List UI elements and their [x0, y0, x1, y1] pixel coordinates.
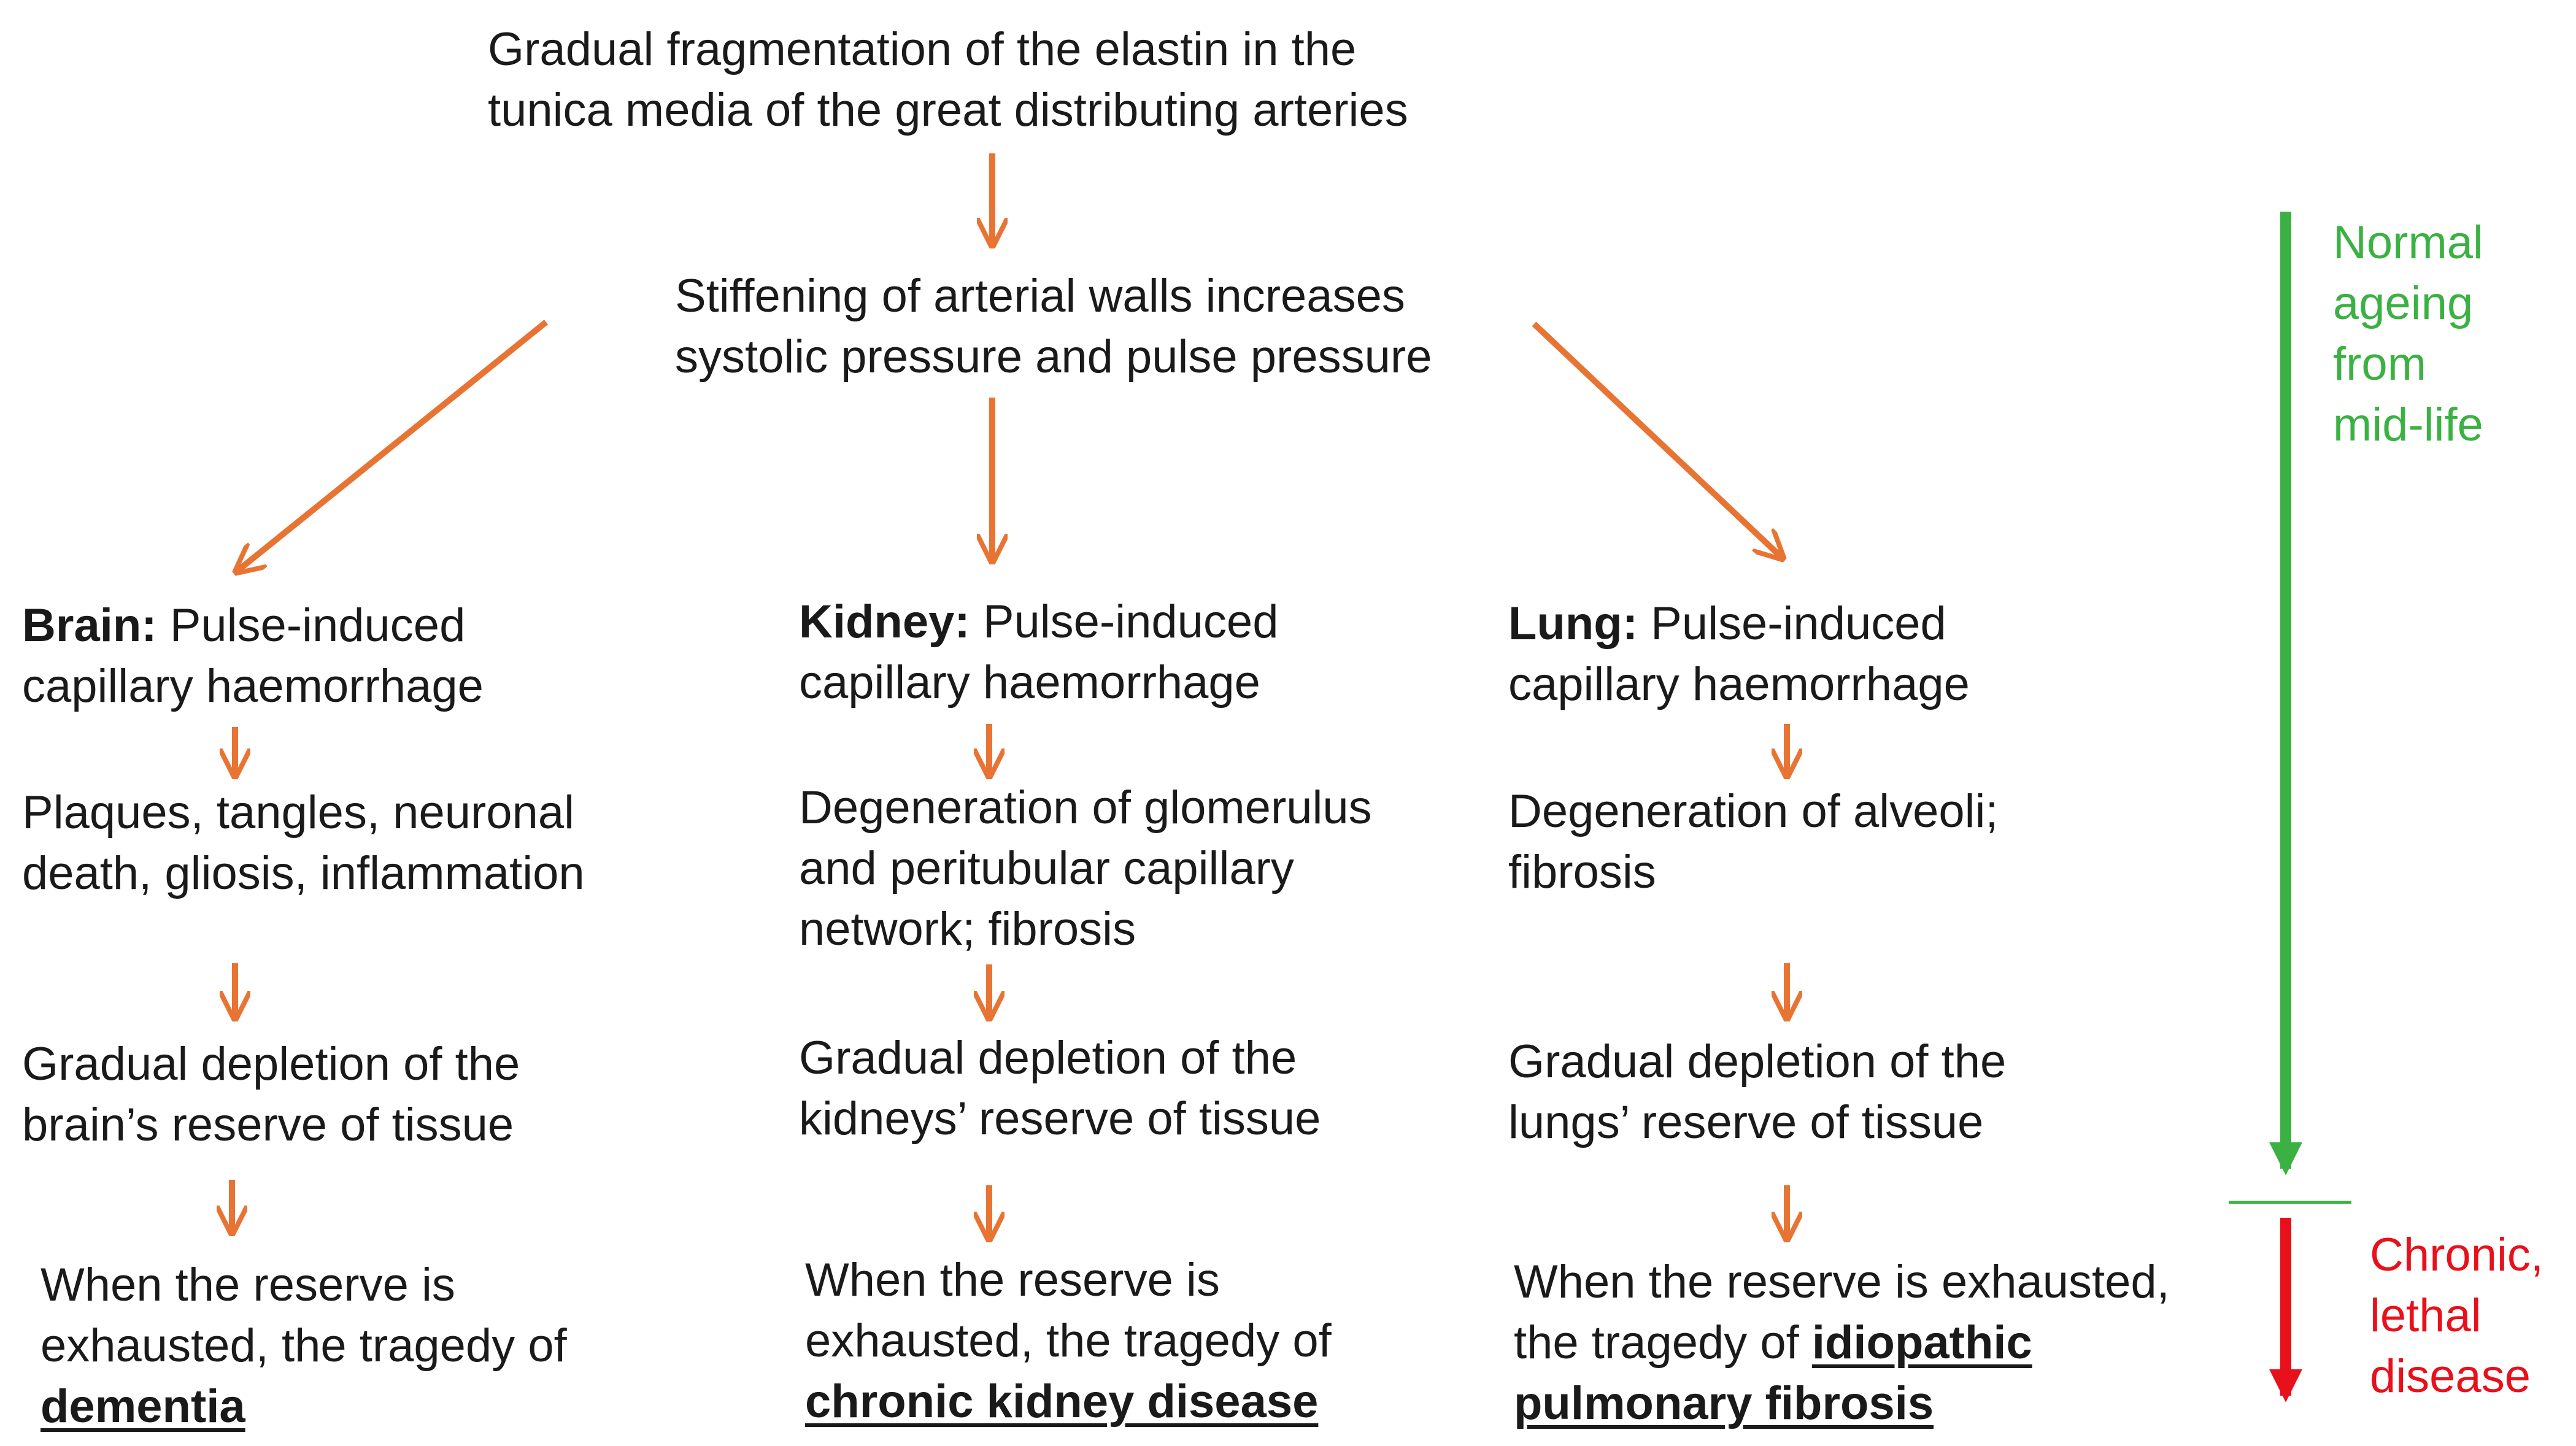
brain-step-2: Plaques, tangles, neuronal death, gliosi…: [22, 782, 585, 904]
lung-step-3-line-1: Gradual depletion of the: [1508, 1036, 2007, 1088]
lung-heading-line-2: capillary haemorrhage: [1508, 658, 1970, 710]
brain-organ-label: Brain:: [22, 599, 157, 652]
lung-step-4: When the reserve is exhausted, the trage…: [1514, 1252, 2170, 1434]
brain-heading-rest: Pulse-induced: [156, 599, 466, 652]
kidney-step-2-line-2: and peritubular capillary: [799, 842, 1294, 894]
lung-disease-label-2: pulmonary fibrosis: [1514, 1377, 1934, 1429]
kidney-heading: Kidney: Pulse-induced capillary haemorrh…: [799, 591, 1278, 713]
kidney-heading-rest: Pulse-induced: [970, 596, 1279, 648]
lung-heading-rest: Pulse-induced: [1638, 598, 1946, 650]
middle-line-1: Stiffening of arterial walls increases: [675, 270, 1405, 322]
kidney-step-2-line-3: network; fibrosis: [799, 903, 1136, 955]
lung-step-2-line-1: Degeneration of alveoli;: [1508, 785, 1999, 837]
kidney-step-2: Degeneration of glomerulus and peritubul…: [799, 777, 1372, 960]
arrow-middle-to-lung: [1532, 321, 1783, 558]
top-text: Gradual fragmentation of the elastin in …: [488, 19, 1408, 140]
brain-step-3-line-2: brain’s reserve of tissue: [22, 1099, 514, 1151]
kidney-step-4-line-2: exhausted, the tragedy of: [805, 1315, 1332, 1367]
kidney-step-3: Gradual depletion of the kidneys’ reserv…: [799, 1028, 1321, 1149]
lung-heading: Lung: Pulse-induced capillary haemorrhag…: [1508, 593, 1970, 715]
lung-step-3-line-2: lungs’ reserve of tissue: [1508, 1096, 1984, 1148]
brain-step-3: Gradual depletion of the brain’s reserve…: [22, 1034, 520, 1155]
kidney-disease-label: chronic kidney disease: [805, 1375, 1319, 1428]
brain-step-2-line-1: Plaques, tangles, neuronal: [22, 786, 574, 839]
top-line-1: Gradual fragmentation of the elastin in …: [488, 23, 1357, 75]
kidney-step-3-line-1: Gradual depletion of the: [799, 1032, 1297, 1084]
middle-text: Stiffening of arterial walls increases s…: [675, 266, 1432, 387]
normal-line-4: mid-life: [2333, 399, 2483, 451]
brain-heading-line-2: capillary haemorrhage: [22, 660, 484, 712]
normal-ageing-label: Normal ageing from mid-life: [2333, 212, 2483, 455]
disease-line-1: Chronic,: [2370, 1229, 2543, 1281]
kidney-organ-label: Kidney:: [799, 596, 970, 648]
arrow-middle-to-brain: [236, 320, 549, 572]
lung-organ-label: Lung:: [1508, 598, 1638, 650]
normal-line-3: from: [2333, 338, 2426, 390]
lung-step-2-line-2: fibrosis: [1508, 846, 1656, 898]
chronic-disease-label: Chronic, lethal disease: [2370, 1225, 2543, 1407]
lung-step-4-line-1: When the reserve is exhausted,: [1514, 1256, 2170, 1308]
middle-line-2: systolic pressure and pulse pressure: [675, 331, 1432, 383]
brain-step-4: When the reserve is exhausted, the trage…: [40, 1255, 567, 1437]
brain-heading: Brain: Pulse-induced capillary haemorrha…: [22, 595, 484, 717]
lung-disease-label-1: idiopathic: [1811, 1317, 2032, 1369]
brain-step-4-line-1: When the reserve is: [40, 1259, 455, 1311]
kidney-step-2-line-1: Degeneration of glomerulus: [799, 782, 1372, 834]
top-line-2: tunica media of the great distributing a…: [488, 84, 1408, 136]
disease-line-2: lethal: [2370, 1290, 2482, 1342]
brain-disease-label: dementia: [40, 1380, 245, 1433]
normal-line-2: ageing: [2333, 277, 2474, 329]
lung-step-3: Gradual depletion of the lungs’ reserve …: [1508, 1031, 2006, 1153]
kidney-step-4-line-1: When the reserve is: [805, 1254, 1220, 1306]
kidney-step-4: When the reserve is exhausted, the trage…: [805, 1250, 1332, 1432]
brain-step-2-line-2: death, gliosis, inflammation: [22, 847, 585, 899]
brain-step-4-line-2: exhausted, the tragedy of: [40, 1320, 567, 1372]
disease-line-3: disease: [2370, 1350, 2531, 1402]
brain-step-3-line-1: Gradual depletion of the: [22, 1038, 520, 1090]
kidney-step-3-line-2: kidneys’ reserve of tissue: [799, 1093, 1321, 1145]
lung-step-2: Degeneration of alveoli; fibrosis: [1508, 781, 1999, 902]
lung-step-4-prefix: the tragedy of: [1514, 1317, 1812, 1369]
normal-line-1: Normal: [2333, 217, 2483, 269]
kidney-heading-line-2: capillary haemorrhage: [799, 656, 1260, 709]
